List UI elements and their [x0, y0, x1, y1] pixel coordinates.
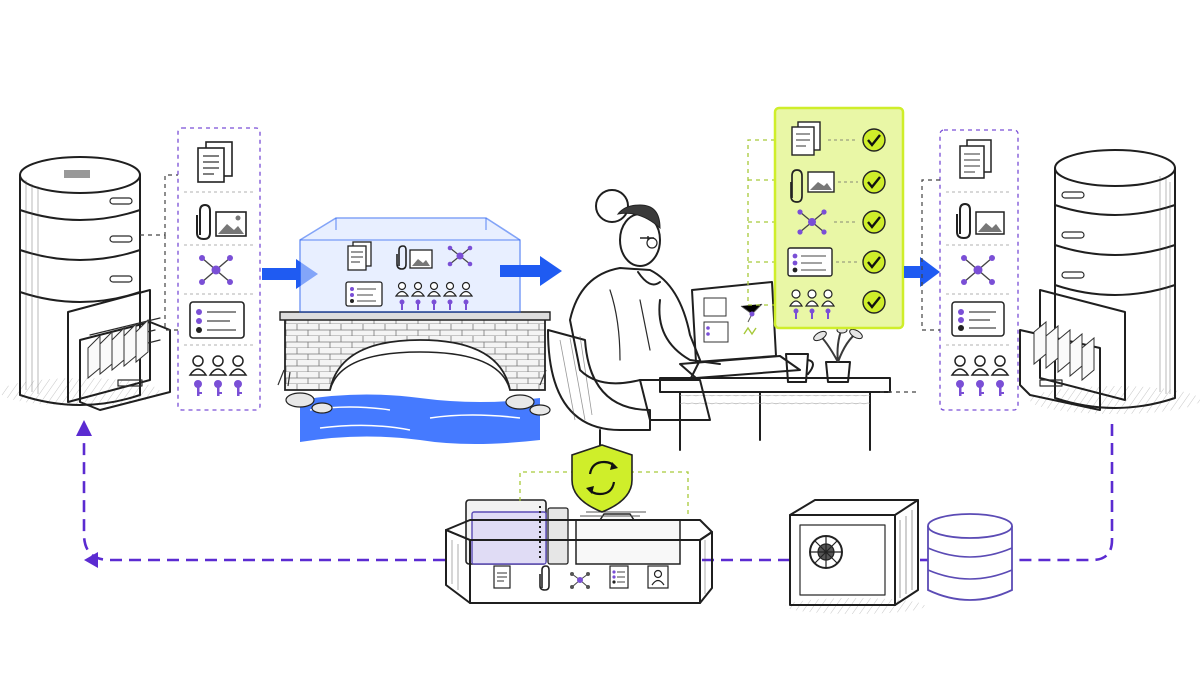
target-database [1019, 149, 1200, 414]
status-lights [109, 197, 133, 283]
source-data-panel [177, 127, 261, 411]
verified-data-panel [747, 106, 905, 330]
box-list-icon [609, 565, 629, 589]
source-database [0, 156, 171, 411]
box-user-icon [647, 565, 669, 589]
bridge-documents-icon [347, 241, 372, 271]
reviewer-at-desk [547, 189, 920, 461]
verified-documents-row [791, 121, 858, 156]
verified-attachments-row [790, 169, 858, 203]
check-icon [862, 290, 886, 314]
bridge-graph-icon [447, 245, 473, 267]
form-icon [189, 301, 245, 339]
verified-users-row [788, 289, 836, 319]
target-form-icon [951, 301, 1005, 337]
box-document-icon [493, 565, 511, 589]
check-icon [862, 128, 886, 152]
box-graph-icon [570, 572, 590, 589]
backup-box [445, 499, 713, 604]
sync-shield-icon [519, 444, 689, 516]
target-image-icon [975, 211, 1005, 235]
paperclip-icon [196, 203, 211, 241]
target-graph-icon [961, 255, 995, 285]
verified-graph-row [797, 209, 858, 235]
box-paperclip-icon [539, 565, 550, 591]
check-icon [862, 250, 886, 274]
target-file-drawer [1019, 289, 1126, 411]
bridge-paperclip-icon [396, 245, 407, 270]
target-data-panel [921, 129, 1019, 411]
target-documents-icon [959, 139, 992, 179]
bridge-users-icon [394, 281, 474, 310]
bridge-form-icon [345, 281, 383, 307]
target-users-icon [950, 355, 1010, 376]
target-paperclip-icon [956, 202, 971, 240]
safe-icon [785, 499, 925, 614]
data-bridge [277, 217, 551, 444]
check-icons [862, 128, 886, 314]
graph-icon [199, 255, 233, 285]
users-icon [188, 355, 248, 376]
target-keys-icon [956, 380, 1004, 396]
image-icon [215, 211, 247, 237]
check-icon [862, 210, 886, 234]
documents-icon [197, 141, 233, 183]
laptop [679, 281, 801, 379]
file-drawer [67, 289, 171, 411]
river [300, 394, 540, 444]
check-icon [862, 170, 886, 194]
potted-plant [813, 326, 863, 383]
backup-binders [465, 499, 681, 565]
coffee-mug [785, 353, 814, 383]
flow-arrow-2 [500, 256, 562, 286]
backup-database [927, 513, 1013, 601]
verified-form-row [787, 247, 858, 277]
flow-arrow-3 [904, 257, 940, 287]
bridge-image-icon [409, 249, 433, 269]
keys-icon [194, 380, 242, 396]
